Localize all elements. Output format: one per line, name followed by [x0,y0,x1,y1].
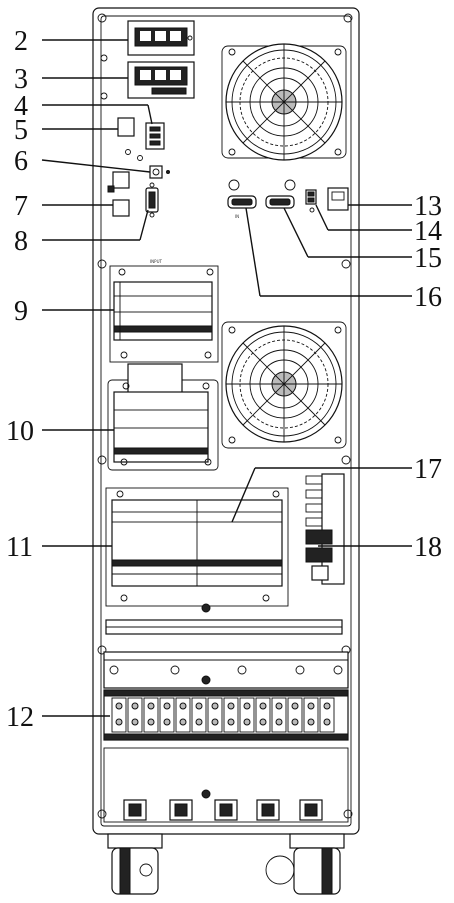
callout-7: 7 [14,191,28,222]
input-breaker-9: INPUT [109,259,219,363]
terminal-label-strip [105,619,343,635]
callout-16: 16 [414,282,442,313]
output-breakers-11-17 [105,487,289,613]
callout-13: 13 [414,191,442,222]
db9-port-16: IN [227,179,257,219]
terminal-cover-plate [103,651,349,689]
callout-11: 11 [6,532,33,563]
ports-7 [107,171,130,217]
callout-10: 10 [6,416,34,447]
bracket-18 [305,473,345,585]
callout-15: 15 [414,243,442,274]
callout-18: 18 [414,532,442,563]
network-card-slot-2 [127,20,195,56]
callout-9: 9 [14,296,28,327]
cable-entry-panel [103,747,349,823]
callout-4: 4 [14,91,28,122]
callout-5: 5 [14,115,28,146]
callout-2: 2 [14,26,28,57]
upper-fan [221,43,347,161]
callout-14: 14 [414,216,442,247]
serial-port-8 [145,182,159,218]
svg-text:INPUT: INPUT [150,259,163,264]
terminal-block-4 [145,122,165,150]
svg-text:IN: IN [235,214,239,219]
leader-lines [41,39,412,717]
callout-12: 12 [6,702,34,733]
bypass-breaker-10 [107,363,219,471]
right-caster [265,833,345,895]
dip-switch-14 [305,189,317,213]
callout-6: 6 [14,146,28,177]
callout-labels: 2 3 4 5 6 7 8 9 10 11 12 13 14 15 16 17 … [6,26,442,733]
left-caster [107,833,163,895]
network-card-slot-3 [127,61,195,99]
callout-8: 8 [14,226,28,257]
terminal-block-12 [103,689,349,741]
db9-port-15 [265,179,296,209]
callout-3: 3 [14,64,28,95]
port-13 [327,187,349,211]
callout-17: 17 [414,454,442,485]
lower-fan [221,321,347,449]
port-5 [117,117,135,137]
